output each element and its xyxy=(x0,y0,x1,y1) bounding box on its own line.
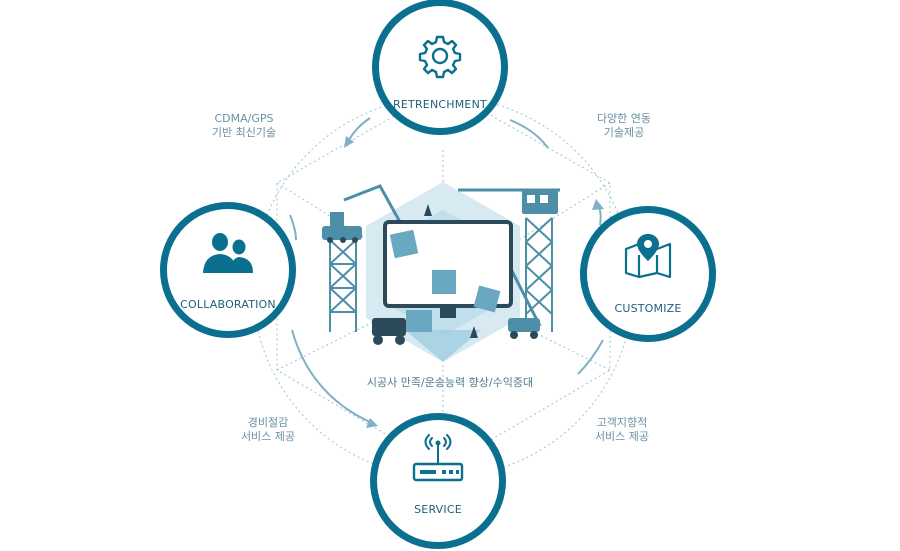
connector-line xyxy=(276,286,444,371)
side-label-line: CDMA/GPS xyxy=(214,112,274,125)
flow-arrow xyxy=(347,117,371,143)
side-label-line: 서비스 제공 xyxy=(240,430,296,443)
node-label: SERVICE xyxy=(414,503,462,516)
side-label-top-left: CDMA/GPS 기반 최신기술 xyxy=(194,112,294,140)
flow-arrow xyxy=(289,214,297,241)
node-retrenchment[interactable]: RETRENCHMENT xyxy=(372,0,508,135)
node-customize[interactable]: CUSTOMIZE xyxy=(580,206,716,342)
side-label-top-right: 다양한 연동 기술제공 xyxy=(574,112,674,140)
center-caption: 시공사 만족/운송능력 향상/수익증대 xyxy=(366,376,534,389)
flow-arrow-head xyxy=(344,136,354,148)
right-tower xyxy=(525,217,553,332)
side-label-bottom-left: 경비절감 서비스 제공 xyxy=(218,416,318,444)
router-icon xyxy=(412,434,464,482)
map-pin-icon xyxy=(624,234,672,279)
side-label-line: 경비절감 xyxy=(247,416,289,429)
gear-icon xyxy=(418,35,462,79)
side-label-line: 고객지향적 xyxy=(596,416,648,429)
flow-arrow-head xyxy=(366,418,378,428)
node-label: RETRENCHMENT xyxy=(393,98,487,111)
side-label-line: 기반 최신기술 xyxy=(211,126,277,139)
node-service[interactable]: SERVICE xyxy=(370,413,506,549)
flow-arrow-head xyxy=(592,199,604,210)
flow-arrow xyxy=(577,339,604,375)
node-label: COLLABORATION xyxy=(180,298,276,311)
flow-arrow xyxy=(509,119,549,149)
side-label-bottom-right: 고객지향적 서비스 제공 xyxy=(572,416,672,444)
left-tower xyxy=(329,239,357,332)
node-collaboration[interactable]: COLLABORATION xyxy=(160,202,296,338)
side-label-line: 다양한 연동 xyxy=(596,112,652,125)
side-label-line: 기술제공 xyxy=(603,126,645,139)
node-label: CUSTOMIZE xyxy=(614,302,682,315)
users-icon xyxy=(203,233,253,273)
side-label-line: 서비스 제공 xyxy=(594,430,650,443)
flow-arrow xyxy=(291,329,373,424)
